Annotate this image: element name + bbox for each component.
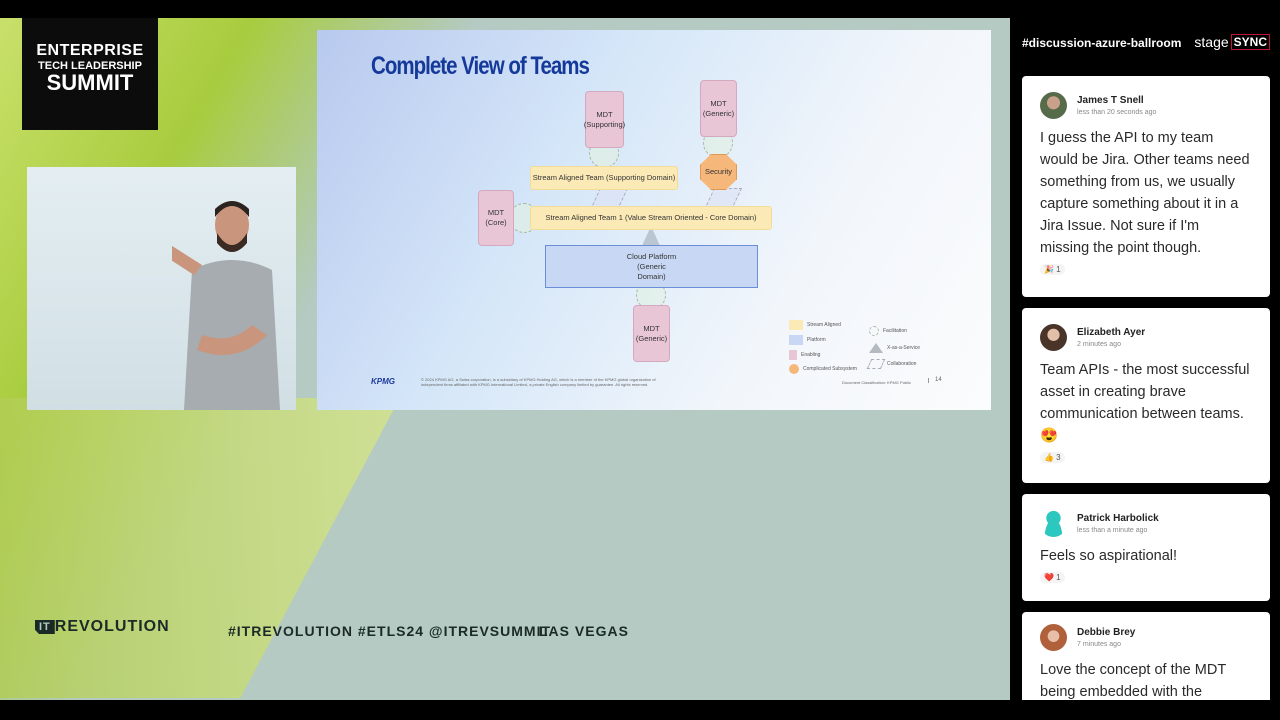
post-time: less than 20 seconds ago [1077, 109, 1157, 116]
legend-item: Enabling [789, 350, 820, 360]
slide-title: Complete View of Teams [371, 52, 590, 80]
reaction-badge[interactable]: ❤️ 1 [1040, 572, 1065, 583]
legend-label: X-as-a-Service [887, 345, 921, 351]
legend-label: Stream Aligned [807, 322, 841, 328]
mdt-generic-box: MDT (Generic) [700, 80, 737, 137]
author-name: Elizabeth Ayer [1077, 327, 1146, 338]
post-text: Feels so aspirational! [1040, 548, 1178, 564]
mdt-core-box: MDT (Core) [478, 190, 514, 246]
chat-post[interactable]: James T Snell less than 20 seconds ago I … [1022, 76, 1270, 297]
video-stage: ENTERPRISE TECH LEADERSHIP SUMMIT Comple… [0, 18, 1010, 700]
default-avatar-icon [1040, 510, 1067, 537]
chat-post[interactable]: Elizabeth Ayer 2 minutes ago Team APIs - … [1022, 308, 1270, 483]
reaction-badge[interactable]: 👍 3 [1040, 452, 1065, 463]
logo-text: REVOLUTION [54, 618, 170, 635]
legend-label: Platform [807, 337, 826, 343]
brand-text: stage [1194, 34, 1229, 50]
legend-item: X-as-a-Service [869, 343, 920, 353]
legend-label: Collaboration [887, 361, 917, 367]
reaction-badge[interactable]: 🎉 1 [1040, 264, 1065, 275]
speaker-figure [172, 201, 280, 410]
post-text: Team APIs - the most successful asset in… [1040, 362, 1250, 444]
logo-line: TECH LEADERSHIP [38, 60, 142, 72]
avatar [1040, 624, 1067, 651]
event-hashtags: #ITREVOLUTION #ETLS24 @ITREVSUMMIT [228, 623, 552, 639]
slide-footer-text: © 2024 KPMG AG, a Swiss corporation, is … [421, 377, 656, 387]
x-as-a-service-icon [641, 226, 661, 248]
itrevolution-logo: IT REVOLUTION [35, 618, 170, 636]
legend-label: Complicated Subsystem [803, 366, 857, 372]
post-time: less than a minute ago [1077, 527, 1148, 534]
security-box: Security [700, 154, 737, 190]
legend-label: Facilitation [883, 328, 907, 334]
brand-text: SYNC [1230, 34, 1270, 50]
legend-item: Platform [789, 335, 826, 345]
author-name: James T Snell [1077, 95, 1144, 106]
legend-item: Facilitation [869, 326, 907, 336]
event-location: LAS VEGAS [539, 623, 629, 639]
logo-line: SUMMIT [46, 70, 134, 95]
author-name: Patrick Harbolick [1077, 513, 1159, 524]
mdt-supporting-box: MDT (Supporting) [584, 91, 625, 148]
logo-line: ENTERPRISE [36, 42, 144, 59]
speaker-video [27, 167, 296, 410]
legend-item: Complicated Subsystem [789, 364, 857, 374]
post-text: I guess the API to my team would be Jira… [1040, 130, 1250, 256]
event-logo: ENTERPRISE TECH LEADERSHIP SUMMIT [22, 18, 158, 130]
slide-classification: Document Classification: KPMG Public [842, 380, 911, 385]
legend-label: Enabling [801, 352, 821, 358]
post-time: 7 minutes ago [1077, 641, 1121, 648]
stream-aligned-team1-box: Stream Aligned Team 1 (Value Stream Orie… [530, 206, 772, 230]
stream-aligned-supporting-box: Stream Aligned Team (Supporting Domain) [530, 166, 678, 190]
presentation-slide: Complete View of Teams MDT (Supporting) … [317, 30, 991, 410]
post-text: Love the concept of the MDT being embedd… [1040, 662, 1226, 700]
channel-name: #discussion-azure-ballroom [1022, 36, 1182, 50]
post-time: 2 minutes ago [1077, 341, 1121, 348]
legend-item: Collaboration [866, 359, 917, 369]
avatar [1040, 92, 1067, 119]
chat-post[interactable]: Debbie Brey 7 minutes ago Love the concep… [1022, 612, 1270, 700]
mdt-generic-box: MDT (Generic) [633, 305, 670, 362]
cloud-platform-box: Cloud Platform (Generic Domain) [545, 245, 758, 288]
slide-page-number: 14 [928, 377, 942, 383]
legend-item: Stream Aligned [789, 320, 841, 330]
avatar [1040, 324, 1067, 351]
author-name: Debbie Brey [1077, 627, 1136, 638]
logo-mark: IT [35, 620, 55, 634]
kpmg-logo: KPMG [371, 377, 395, 386]
